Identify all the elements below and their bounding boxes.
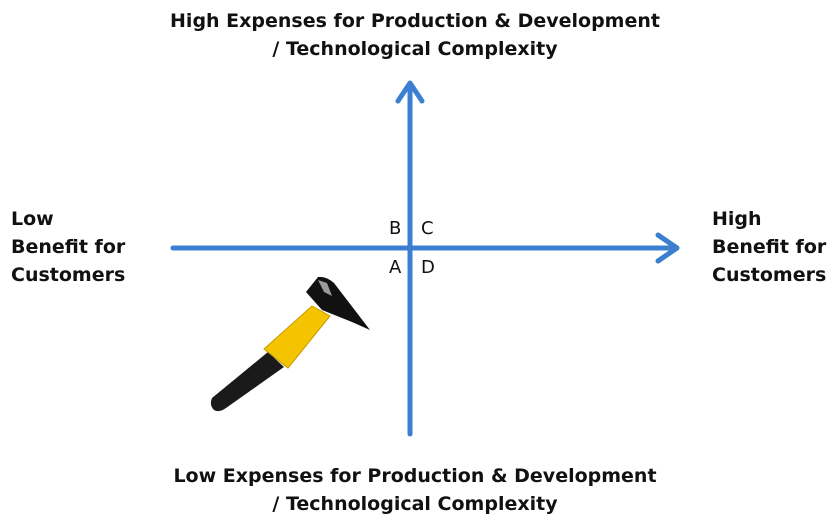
quadrant-c-label: C xyxy=(421,218,434,239)
hammer-head xyxy=(306,276,370,330)
quadrant-b-label: B xyxy=(389,218,402,239)
left-axis-label-line1: Low xyxy=(11,208,54,230)
top-axis-label: High Expenses for Production & Developme… xyxy=(0,7,830,63)
left-axis-label-line3: Customers xyxy=(11,264,126,286)
quadrant-a-label: A xyxy=(389,257,402,278)
bottom-axis-label-line1: Low Expenses for Production & Developmen… xyxy=(173,465,657,487)
left-axis-label-line2: Benefit for xyxy=(11,236,126,258)
top-axis-label-line2: / Technological Complexity xyxy=(272,38,558,60)
hammer-head-highlight xyxy=(318,280,332,296)
top-axis-label-line1: High Expenses for Production & Developme… xyxy=(170,10,660,32)
right-axis-label: High Benefit for Customers xyxy=(712,205,826,289)
right-axis-label-line2: Benefit for xyxy=(712,236,827,258)
right-axis-label-line1: High xyxy=(712,208,762,230)
left-axis-label: Low Benefit for Customers xyxy=(11,205,125,289)
hammer-handle xyxy=(263,305,331,369)
hammer-grip xyxy=(210,352,284,412)
bottom-axis-label: Low Expenses for Production & Developmen… xyxy=(0,462,830,518)
vertical-axis-arrowhead xyxy=(395,80,425,104)
right-axis-label-line3: Customers xyxy=(712,264,827,286)
hammer-icon xyxy=(210,276,370,412)
bottom-axis-label-line2: / Technological Complexity xyxy=(272,493,558,515)
quadrant-d-label: D xyxy=(421,257,435,278)
horizontal-axis-arrowhead xyxy=(655,232,680,264)
